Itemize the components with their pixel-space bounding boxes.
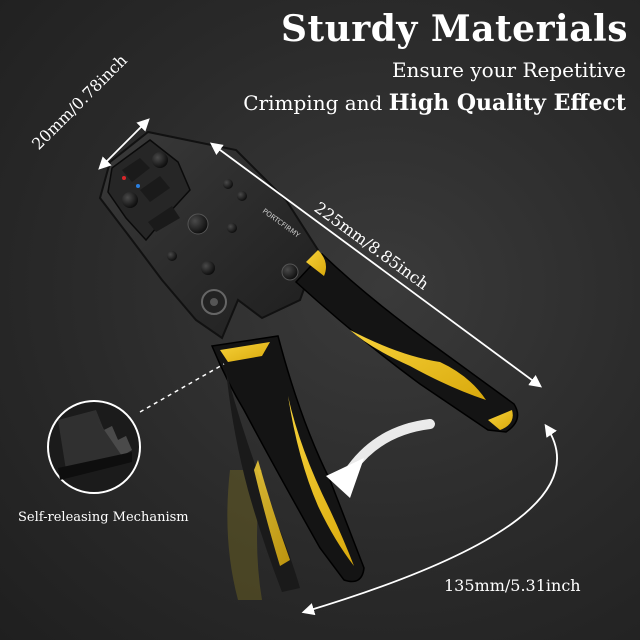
subtitle-line-2: Crimping and High Quality Effect — [243, 90, 626, 116]
callout-leader — [139, 363, 225, 413]
subtitle-prefix: Crimping and — [243, 91, 389, 115]
subtitle-emphasis: High Quality Effect — [388, 90, 626, 116]
mechanism-caption: Self-releasing Mechanism — [18, 510, 189, 525]
curved-arrow-icon — [326, 419, 435, 498]
total-length-arrow — [209, 142, 543, 388]
blue-marker-icon — [136, 184, 140, 188]
handle-span-label: 135mm/5.31inch — [444, 576, 581, 595]
zoom-callout — [47, 400, 141, 494]
jaw-width-arrow — [98, 118, 150, 170]
page-title: Sturdy Materials — [280, 8, 628, 50]
bolt-icon — [152, 152, 168, 168]
bolt-icon — [122, 192, 138, 208]
red-marker-icon — [122, 176, 126, 180]
crimper-head: PORTCFIRMY — [98, 130, 320, 340]
handle-span-arrow — [301, 423, 558, 616]
subtitle-line-1: Ensure your Repetitive — [391, 58, 626, 82]
